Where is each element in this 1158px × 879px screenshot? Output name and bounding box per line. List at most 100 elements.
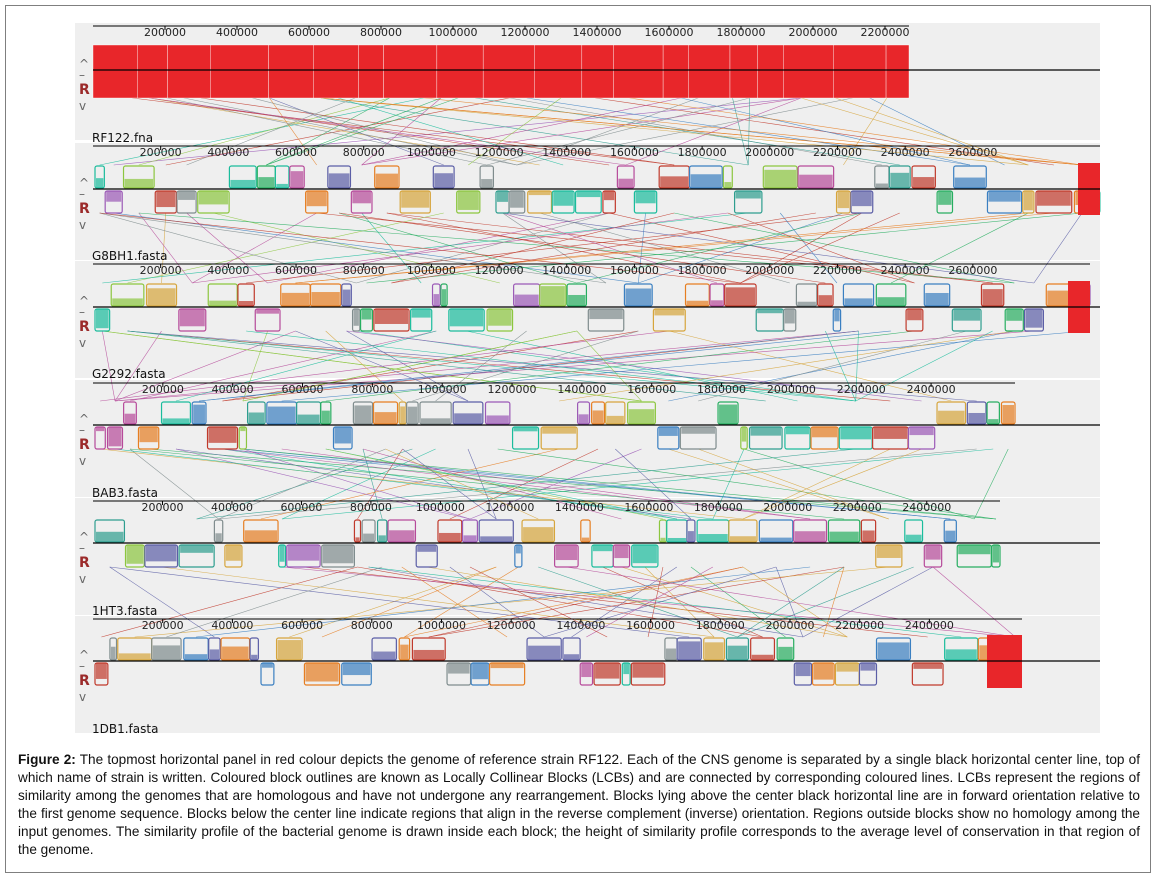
reference-marker-r[interactable]: R (79, 437, 90, 453)
zoom-out-icon[interactable]: – (79, 659, 85, 673)
lcb-connector-line (138, 97, 390, 166)
reference-marker-r[interactable]: R (79, 555, 90, 571)
lcb-connector-line (668, 448, 889, 520)
lcb-connector-line (1033, 212, 1083, 284)
ruler-tick-label: 600000 (280, 501, 322, 514)
lcb-connector-line (100, 448, 743, 520)
lcb-connector-line (740, 212, 900, 284)
lcb-connector-line (638, 212, 844, 284)
lcb-connector-line (544, 566, 777, 638)
similarity-profile (321, 410, 330, 424)
lcb-connector-line (435, 330, 527, 402)
lcb-connector-line (426, 566, 848, 638)
scroll-down-icon[interactable]: v (79, 99, 87, 113)
similarity-profile (925, 292, 949, 306)
lcb-connector-line (101, 566, 358, 638)
zoom-out-icon[interactable]: – (79, 68, 85, 82)
zoom-out-icon[interactable]: – (79, 305, 85, 319)
similarity-profile (686, 300, 709, 306)
ruler-tick-label: 1600000 (645, 26, 694, 39)
scroll-up-icon[interactable]: ^ (79, 648, 90, 662)
reference-marker-r[interactable]: R (79, 673, 90, 689)
ruler-tick-label: 200000 (144, 26, 186, 39)
zoom-out-icon[interactable]: – (79, 541, 85, 555)
similarity-profile (96, 531, 124, 542)
similarity-profile (724, 182, 732, 188)
reference-marker-r[interactable]: R (79, 319, 90, 335)
similarity-profile (230, 179, 256, 188)
lcb-connector-line (576, 212, 862, 284)
genome-name-label: 1HT3.fasta (92, 604, 157, 618)
ruler-tick-label: 1000000 (416, 501, 465, 514)
lcb-connector-line (502, 212, 718, 284)
lcb-connector-line (129, 330, 437, 402)
scroll-up-icon[interactable]: ^ (79, 412, 90, 426)
similarity-profile (1006, 309, 1023, 321)
ruler-tick-label: 1000000 (407, 146, 456, 159)
lcb-connector-line (175, 448, 471, 520)
lcb-connector-line (218, 448, 386, 520)
similarity-profile (433, 294, 439, 306)
lcb-connector-line (855, 330, 993, 402)
reference-lcb-block (137, 44, 168, 99)
scroll-down-icon[interactable]: v (79, 572, 87, 586)
ruler-tick-label: 1400000 (542, 146, 591, 159)
similarity-profile (248, 412, 265, 424)
ruler-tick-label: 1000000 (418, 383, 467, 396)
scroll-up-icon[interactable]: ^ (79, 176, 90, 190)
lcb-connector-line (391, 212, 816, 284)
reference-marker-r[interactable]: R (79, 201, 90, 217)
ruler-tick-label: 1400000 (542, 264, 591, 277)
lcb-connector-line (497, 448, 996, 520)
zoom-out-icon[interactable]: – (79, 423, 85, 437)
lcb-connector-line (740, 212, 863, 284)
ruler-tick-label: 800000 (351, 619, 393, 632)
ruler-tick-label: 200000 (142, 383, 184, 396)
scroll-down-icon[interactable]: v (79, 690, 87, 704)
similarity-profile (812, 427, 838, 438)
scroll-down-icon[interactable]: v (79, 454, 87, 468)
lcb-connector-line (161, 212, 167, 284)
genome-name-label: G2292.fasta (92, 367, 166, 381)
reference-lcb-block (662, 44, 689, 99)
similarity-profile (528, 645, 561, 660)
genome-name-label: BAB3.fasta (92, 486, 158, 500)
similarity-profile (279, 545, 285, 562)
scroll-up-icon[interactable]: ^ (79, 530, 90, 544)
reference-lcb-block (534, 44, 583, 99)
scroll-up-icon[interactable]: ^ (79, 294, 90, 308)
similarity-profile (711, 300, 723, 306)
similarity-profile (829, 531, 859, 542)
similarity-profile (413, 649, 445, 660)
ruler-tick-label: 1600000 (626, 619, 675, 632)
lcb-connector-line (361, 97, 802, 166)
similarity-profile (877, 297, 905, 306)
lcb-connector-line (267, 212, 610, 284)
lcb-connector-line (149, 97, 540, 166)
similarity-profile (687, 531, 694, 542)
similarity-profile (954, 177, 986, 188)
reference-lcb-block (688, 44, 731, 99)
similarity-profile (178, 191, 196, 200)
lcb-connector-line (266, 97, 442, 166)
lcb-connector-line (102, 330, 116, 402)
similarity-profile (958, 545, 991, 555)
similarity-profile (96, 427, 105, 432)
scroll-down-icon[interactable]: v (79, 336, 87, 350)
similarity-profile (542, 427, 577, 434)
similarity-profile (215, 533, 222, 542)
similarity-profile (623, 663, 630, 675)
reference-marker-r[interactable]: R (79, 82, 90, 98)
reference-lcb-block (757, 44, 784, 99)
lcb-connector-line (368, 566, 803, 638)
lcb-connector-line (303, 566, 928, 638)
scroll-down-icon[interactable]: v (79, 218, 87, 232)
scroll-up-icon[interactable]: ^ (79, 57, 90, 71)
similarity-profile (378, 535, 386, 542)
lcb-connector-line (114, 330, 859, 402)
zoom-out-icon[interactable]: – (79, 187, 85, 201)
lcb-connector-line (222, 448, 811, 520)
similarity-profile (553, 191, 574, 206)
similarity-profile (1023, 191, 1033, 211)
similarity-profile (953, 309, 981, 321)
